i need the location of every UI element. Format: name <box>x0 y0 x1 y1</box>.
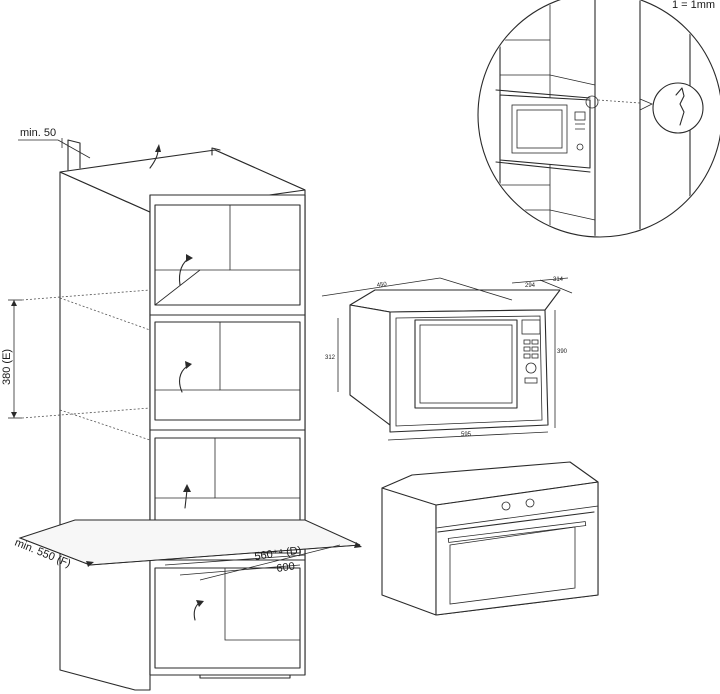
oven <box>381 461 599 616</box>
curved-arrow-icon <box>149 144 161 169</box>
curved-arrow-icon <box>179 361 192 393</box>
control-buttons <box>523 339 539 359</box>
dim-total-depth: 314 <box>553 277 564 283</box>
curved-arrow-icon <box>178 254 193 286</box>
curved-arrow-icon <box>183 484 191 509</box>
dim-width-back: 450 <box>376 282 387 289</box>
dim-frame-depth: 294 <box>525 283 536 289</box>
airflow-arrows <box>149 144 204 621</box>
dim-niche-height: 380 (E) <box>1 299 22 419</box>
dim-front-height: 390 <box>557 349 568 355</box>
tall-cabinet <box>21 139 306 691</box>
detail-view <box>477 0 720 238</box>
label-top-gap: min. 50 <box>20 127 56 139</box>
oven-knob-icon <box>525 498 535 508</box>
microwave: 450 294 314 312 390 595 <box>321 277 573 441</box>
dim-front-width: 595 <box>461 432 472 438</box>
knob-icon <box>525 362 537 374</box>
compartments <box>149 194 306 676</box>
scale-note: 1 = 1mm <box>672 0 715 11</box>
curved-arrow-icon <box>193 600 204 621</box>
label-niche-height: 380 (E) <box>1 349 13 385</box>
oven-knob-icon <box>501 501 511 511</box>
label-depth-600: 600 <box>276 561 296 575</box>
dim-body-height: 312 <box>325 355 336 361</box>
dim-top-gap: min. 50 <box>18 127 91 159</box>
